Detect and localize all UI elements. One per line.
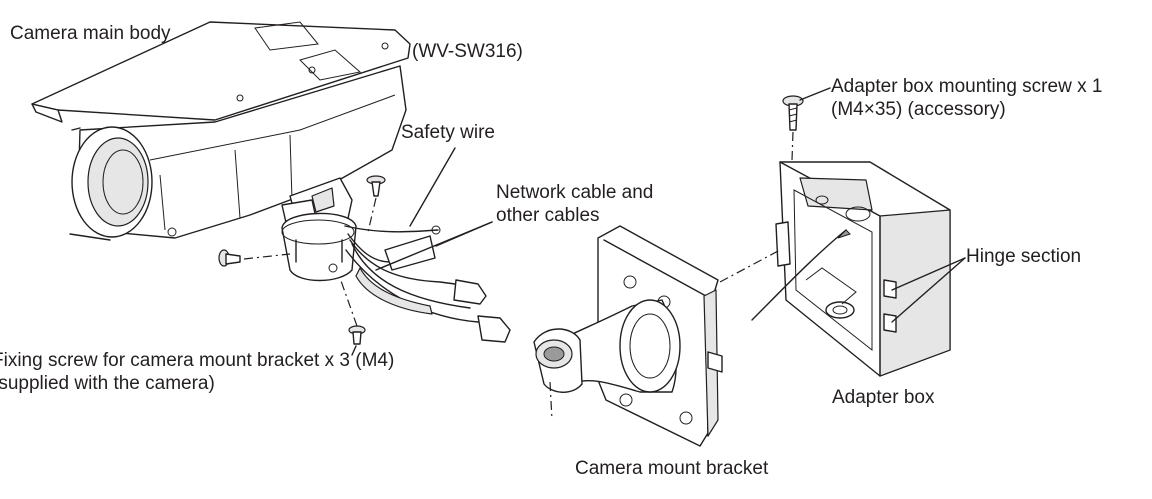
- leader-fixing-screw: [351, 345, 357, 356]
- screw-left: [218, 249, 241, 267]
- leader-network-cable-b: [375, 221, 493, 271]
- label-fixing-screw-line2: (supplied with the camera): [0, 373, 215, 394]
- label-hinge-section: Hinge section: [966, 246, 1082, 267]
- label-camera-main-body: Camera main body: [10, 23, 171, 44]
- leader-adapter-screw: [799, 87, 831, 101]
- camera-main-body: [31, 21, 411, 282]
- adapter-box: [751, 161, 951, 377]
- label-fixing-screw-line1: Fixing screw for camera mount bracket x …: [0, 350, 395, 371]
- label-safety-wire: Safety wire: [401, 122, 495, 143]
- label-adapter-screw-line1: Adapter box mounting screw x 1: [831, 76, 1103, 97]
- label-adapter-screw-line2: (M4×35) (accessory): [831, 99, 1006, 120]
- cables: [344, 225, 511, 343]
- adapter-box-mounting-screw: [782, 95, 804, 161]
- leader-safety-wire: [409, 147, 456, 227]
- label-adapter-box: Adapter box: [832, 387, 935, 408]
- leader-hinge-a: [891, 257, 966, 291]
- leader-lines: [351, 87, 966, 356]
- screw-upper: [366, 175, 386, 197]
- camera-mount-bracket: [533, 225, 723, 447]
- label-model: (WV-SW316): [412, 41, 523, 62]
- leader-hinge-b: [891, 257, 966, 323]
- label-network-cable-line1: Network cable and: [496, 182, 654, 203]
- camera-fixing-screws: [218, 175, 386, 345]
- label-camera-mount-bracket: Camera mount bracket: [575, 458, 769, 479]
- alignment-line: [719, 249, 781, 283]
- label-network-cable-line2: other cables: [496, 205, 600, 226]
- screw-bottom: [348, 325, 366, 345]
